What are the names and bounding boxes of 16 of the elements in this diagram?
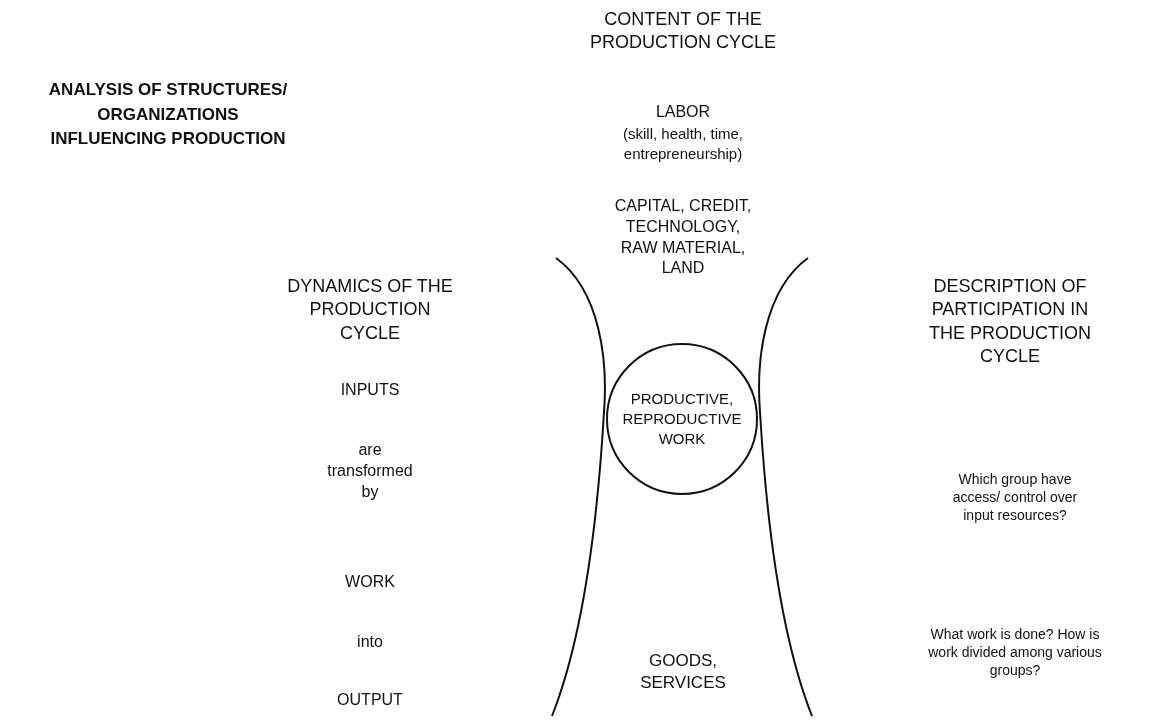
item-text: LABOR xyxy=(654,102,712,122)
item-text: (skill, health, time, entrepreneurship) xyxy=(621,124,744,163)
section-heading: DESCRIPTION OF PARTICIPATION IN THE PRODUCTION CYCLE xyxy=(928,275,1092,369)
work-circle: PRODUCTIVE, REPRODUCTIVE WORK xyxy=(606,343,758,495)
question-text: What work is done? How is work divided among various groups? xyxy=(927,625,1103,680)
item-text: are transformed by xyxy=(326,440,414,502)
section-heading: CONTENT OF THE PRODUCTION CYCLE xyxy=(589,8,777,55)
item-text: OUTPUT xyxy=(336,690,404,710)
item-text: GOODS, SERVICES xyxy=(639,650,727,695)
item-text: WORK xyxy=(344,572,396,592)
item-text: INPUTS xyxy=(339,380,401,400)
section-heading: DYNAMICS OF THE PRODUCTION CYCLE xyxy=(286,275,454,345)
item-text: into xyxy=(356,632,384,652)
diagram-title: ANALYSIS OF STRUCTURES/ ORGANIZATIONS INFLUENCING PRODUCTION xyxy=(47,79,289,151)
question-text: Which group have access/ control over input resources? xyxy=(951,470,1079,525)
item-text: CAPITAL, CREDIT, TECHNOLOGY, RAW MATERIAL, LAND xyxy=(613,196,753,279)
